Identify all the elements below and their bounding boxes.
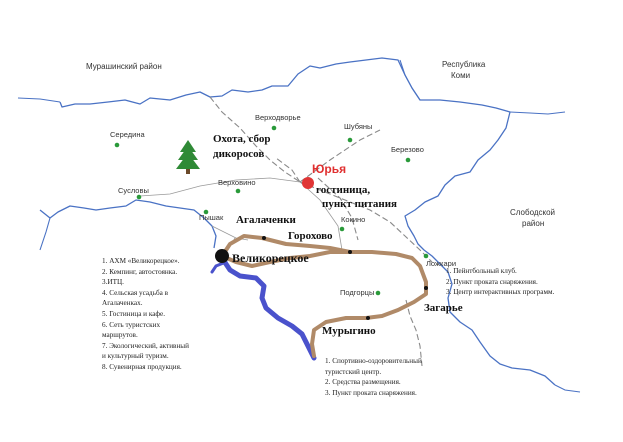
route-point-gorokhovo: Горохово — [288, 230, 333, 242]
list-item: 3. Пункт проката снаряжения. — [325, 388, 417, 397]
village-label-seredina: Середина — [110, 130, 145, 139]
village-dot-icon — [114, 142, 120, 148]
route-point-icon — [424, 286, 428, 290]
river — [219, 255, 317, 361]
village-label-pyshak: Пышак — [199, 213, 224, 222]
list-item: 3. Центр интерактивных программ. — [446, 288, 555, 297]
region-label-murashinsky: Мурашинский район — [86, 62, 162, 71]
village-dots — [114, 125, 429, 296]
road — [275, 157, 301, 183]
velikoretskoe-services-list: 1. АХМ «Великорецкое». 2. Кемпинг, автос… — [102, 256, 189, 373]
list-item: туристский центр. — [325, 367, 382, 376]
route-point-icon — [348, 250, 352, 254]
road — [299, 181, 343, 251]
roads — [209, 96, 433, 367]
list-item: 5. Гостиница и кафе. — [102, 309, 166, 318]
village-label-verkhovino: Верховино — [218, 178, 256, 187]
village-label-susloby: Сусловы — [118, 186, 149, 195]
region-label-slobodskoy-2: район — [522, 219, 545, 228]
city-marker-icon — [302, 177, 314, 189]
list-item: 2. Пункт проката снаряжения. — [446, 277, 538, 286]
road — [299, 181, 433, 263]
list-item: 8. Сувенирная продукция. — [102, 362, 182, 371]
region-label-slobodskoy-1: Слободской — [510, 208, 556, 217]
city-services-line1: гостиница, — [316, 184, 371, 196]
list-item: 2. Кемпинг, автостоянка. — [102, 267, 178, 276]
village-dot-icon — [375, 290, 381, 296]
village-dot-icon — [347, 137, 353, 143]
road — [299, 129, 381, 183]
village-label-verkhodvorye: Верходворье — [255, 113, 301, 122]
region-label-komi-1: Республика — [442, 60, 486, 69]
city-services-line2: пункт питания — [322, 198, 398, 210]
district-boundary — [59, 57, 556, 386]
list-item: 4. Сельская усадьба в — [102, 288, 169, 297]
route-point-icon — [366, 316, 370, 320]
road — [139, 177, 301, 197]
village-dot-icon — [203, 209, 209, 215]
zagarye-services-list: 1. Пейнтбольный клуб. 2. Пункт проката с… — [446, 266, 554, 298]
village-dot-icon — [136, 194, 142, 200]
road — [405, 299, 423, 367]
tourist-route-west — [220, 250, 352, 268]
activity-hunting-line1: Охота, сбор — [213, 133, 271, 145]
village-dot-icon — [235, 188, 241, 194]
village-label-kokino: Кокино — [341, 215, 366, 224]
city-label-yurya: Юрья — [312, 162, 347, 176]
border-line — [17, 97, 61, 103]
list-item: 1. АХМ «Великорецкое». — [102, 257, 180, 265]
list-item: 2. Средства размещения. — [325, 378, 401, 387]
district-boundary-west — [39, 199, 217, 249]
route-point-agalachenki: Агалаченки — [236, 214, 296, 226]
road — [317, 177, 359, 241]
village-dot-icon — [423, 253, 429, 259]
activity-hunting-line2: дикоросов — [213, 148, 265, 160]
list-item: и культурный туризм. — [102, 352, 169, 361]
village-label-berezovo: Березово — [391, 145, 424, 154]
village-dot-icon — [405, 157, 411, 163]
village-dot-icon — [339, 226, 345, 232]
fir-tree-icon — [176, 140, 200, 174]
route-point-icon — [262, 236, 266, 240]
list-item: 3.ИТЦ. — [102, 278, 124, 287]
route-point-zagarye: Загарье — [424, 302, 463, 314]
route-point-murygino: Мурыгино — [322, 325, 376, 337]
route-point-icon — [215, 249, 229, 263]
route-point-velikoretskoe: Великорецкое — [232, 251, 309, 265]
list-item: 6. Сеть туристских — [102, 320, 161, 329]
village-dot-icon — [271, 125, 277, 131]
list-item: маршрутов. — [102, 331, 138, 340]
border-line — [554, 384, 581, 393]
list-item: Агалаченках. — [102, 299, 143, 308]
list-item: 1. Пейнтбольный клуб. — [446, 267, 517, 275]
list-item: 1. Спортивно-оздоровительный — [325, 357, 422, 365]
border-line — [39, 217, 51, 251]
route-points — [215, 236, 428, 320]
list-item: 7. Экологический, активный — [102, 341, 189, 350]
murygino-services-list: 1. Спортивно-оздоровительный туристский … — [325, 356, 422, 398]
region-label-komi-2: Коми — [451, 71, 471, 80]
border-line — [399, 59, 421, 101]
road — [209, 96, 301, 183]
tourist-route — [220, 234, 428, 358]
village-label-lozhkari: Ложкари — [426, 259, 457, 268]
river-branch — [210, 260, 228, 274]
border-line — [509, 111, 566, 115]
village-label-podgortsy: Подгорцы — [340, 288, 375, 297]
village-label-shubyany: Шубяны — [344, 122, 373, 131]
